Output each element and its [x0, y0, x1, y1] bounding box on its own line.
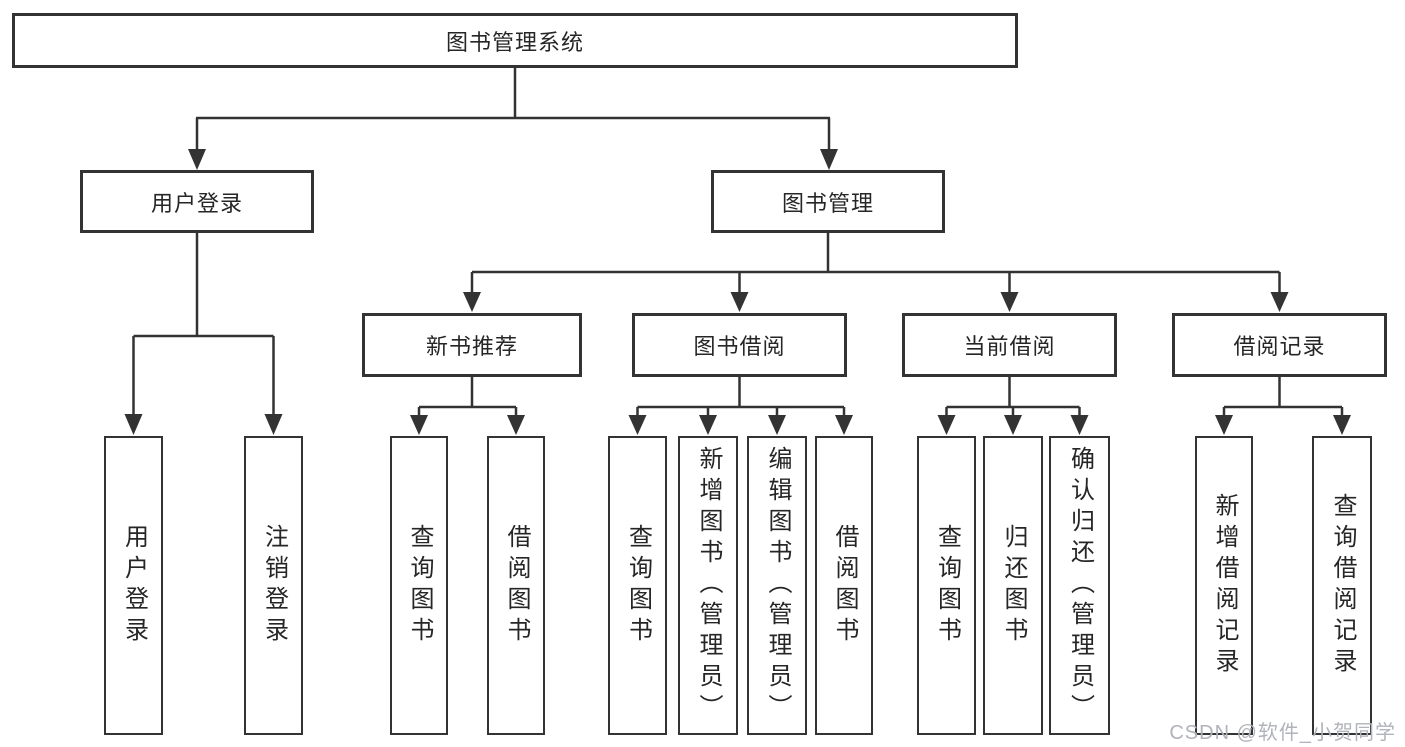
leaf-logout: 注销登录	[244, 436, 303, 735]
node-current-borrowing: 当前借阅	[902, 313, 1117, 377]
node-new-book-recommendation: 新书推荐	[362, 313, 582, 377]
node-user-login: 用户登录	[80, 170, 314, 233]
leaf-add-borrow-record: 新增借阅记录	[1195, 436, 1253, 735]
node-borrowing-records: 借阅记录	[1172, 313, 1387, 377]
node-root: 图书管理系统	[12, 13, 1018, 68]
leaf-recommend-borrow-books: 借阅图书	[487, 436, 545, 735]
leaf-borrow-query-books: 查询图书	[608, 436, 667, 735]
leaf-recommend-query-books: 查询图书	[390, 436, 448, 735]
leaf-query-borrow-record: 查询借阅记录	[1312, 436, 1372, 735]
leaf-confirm-return-admin: 确认归还（管理员）	[1049, 436, 1110, 735]
leaf-current-query-books: 查询图书	[917, 436, 976, 735]
leaf-user-login: 用户登录	[104, 436, 163, 735]
node-book-borrowing: 图书借阅	[632, 313, 847, 377]
leaf-borrow-borrow-books: 借阅图书	[815, 436, 873, 735]
leaf-edit-book-admin: 编辑图书（管理员）	[747, 436, 807, 735]
leaf-add-book-admin: 新增图书（管理员）	[678, 436, 738, 735]
node-book-management: 图书管理	[711, 170, 945, 233]
csdn-watermark: CSDN @软件_小贺同学	[1169, 722, 1396, 744]
leaf-return-books: 归还图书	[983, 436, 1043, 735]
